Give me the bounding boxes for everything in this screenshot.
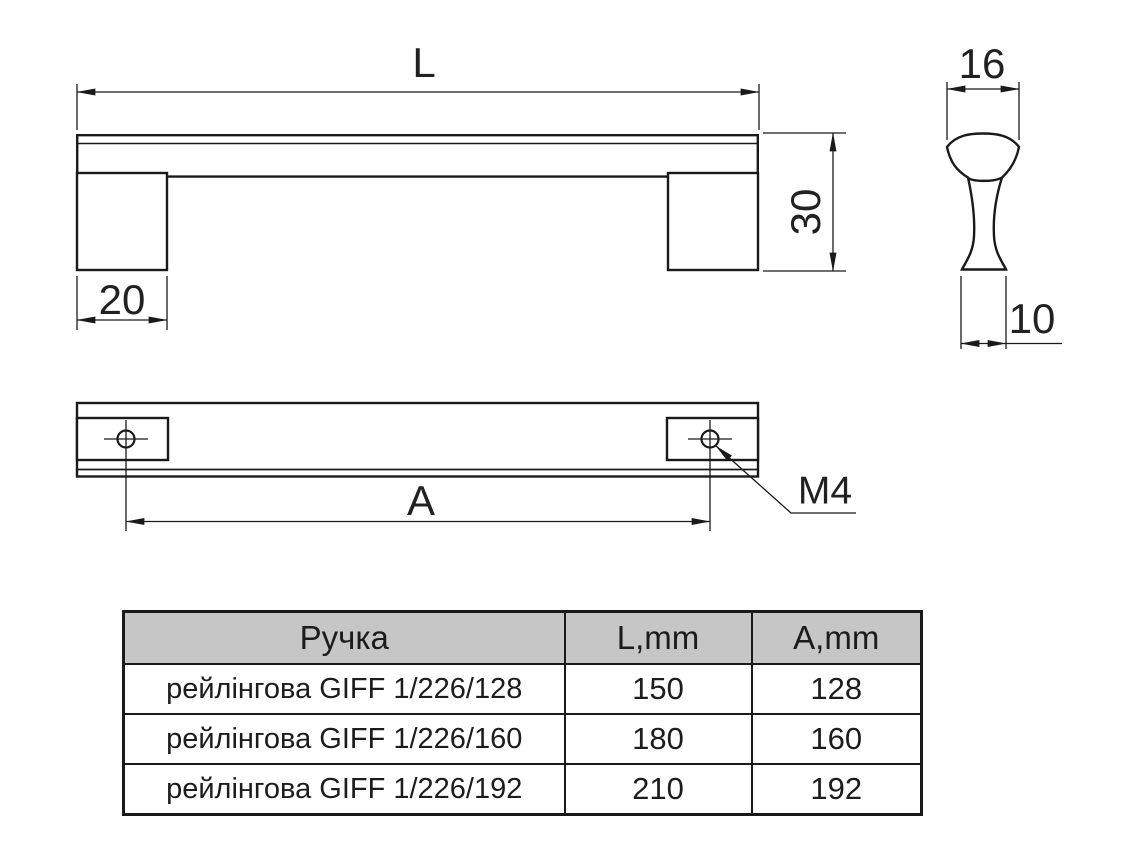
table-row: рейлінгова GIFF 1/226/128 150 128 bbox=[122, 663, 923, 715]
dim-label-10: 10 bbox=[1008, 295, 1056, 342]
header-L-mm: L,mm bbox=[563, 610, 753, 665]
dim-16 bbox=[946, 82, 1020, 140]
dim-L bbox=[76, 84, 760, 130]
m4-leader bbox=[715, 445, 856, 514]
dim-label-16: 16 bbox=[958, 40, 1006, 87]
dim-label-L: L bbox=[412, 39, 436, 86]
header-handle: Ручка bbox=[122, 610, 566, 665]
handle-L-value: 180 bbox=[563, 713, 753, 765]
dim-10 bbox=[960, 276, 1062, 349]
hole-centerlines bbox=[104, 420, 732, 531]
side-stem bbox=[960, 177, 1008, 271]
front-view bbox=[75, 84, 846, 330]
table-row: рейлінгова GIFF 1/226/192 210 192 bbox=[122, 763, 923, 816]
dim-20 bbox=[76, 276, 168, 330]
dim-30 bbox=[763, 132, 846, 272]
handle-spec-table: Ручка L,mm A,mm рейлінгова GIFF 1/226/12… bbox=[122, 610, 923, 816]
side-view bbox=[945, 82, 1062, 349]
header-A-mm: A,mm bbox=[750, 610, 923, 665]
handle-A-value: 192 bbox=[750, 763, 923, 816]
bottom-view bbox=[75, 401, 856, 531]
handle-L-value: 150 bbox=[563, 663, 753, 715]
handle-name: рейлінгова GIFF 1/226/160 bbox=[122, 713, 566, 765]
handle-A-value: 160 bbox=[750, 713, 923, 765]
table-header-row: Ручка L,mm A,mm bbox=[122, 610, 923, 665]
handle-A-value: 128 bbox=[750, 663, 923, 715]
side-cap bbox=[945, 132, 1021, 183]
handle-L-value: 210 bbox=[563, 763, 753, 816]
handle-name: рейлінгова GIFF 1/226/192 bbox=[122, 763, 566, 816]
bottom-left-pad bbox=[75, 416, 170, 462]
handle-name: рейлінгова GIFF 1/226/128 bbox=[122, 663, 566, 715]
front-right-foot bbox=[666, 171, 760, 272]
dim-label-20: 20 bbox=[98, 276, 146, 323]
table-row: рейлінгова GIFF 1/226/160 180 160 bbox=[122, 713, 923, 765]
dim-label-A: A bbox=[406, 477, 436, 524]
dim-label-30: 30 bbox=[782, 188, 829, 236]
dim-label-M4: M4 bbox=[797, 469, 853, 513]
front-left-foot bbox=[75, 171, 169, 272]
